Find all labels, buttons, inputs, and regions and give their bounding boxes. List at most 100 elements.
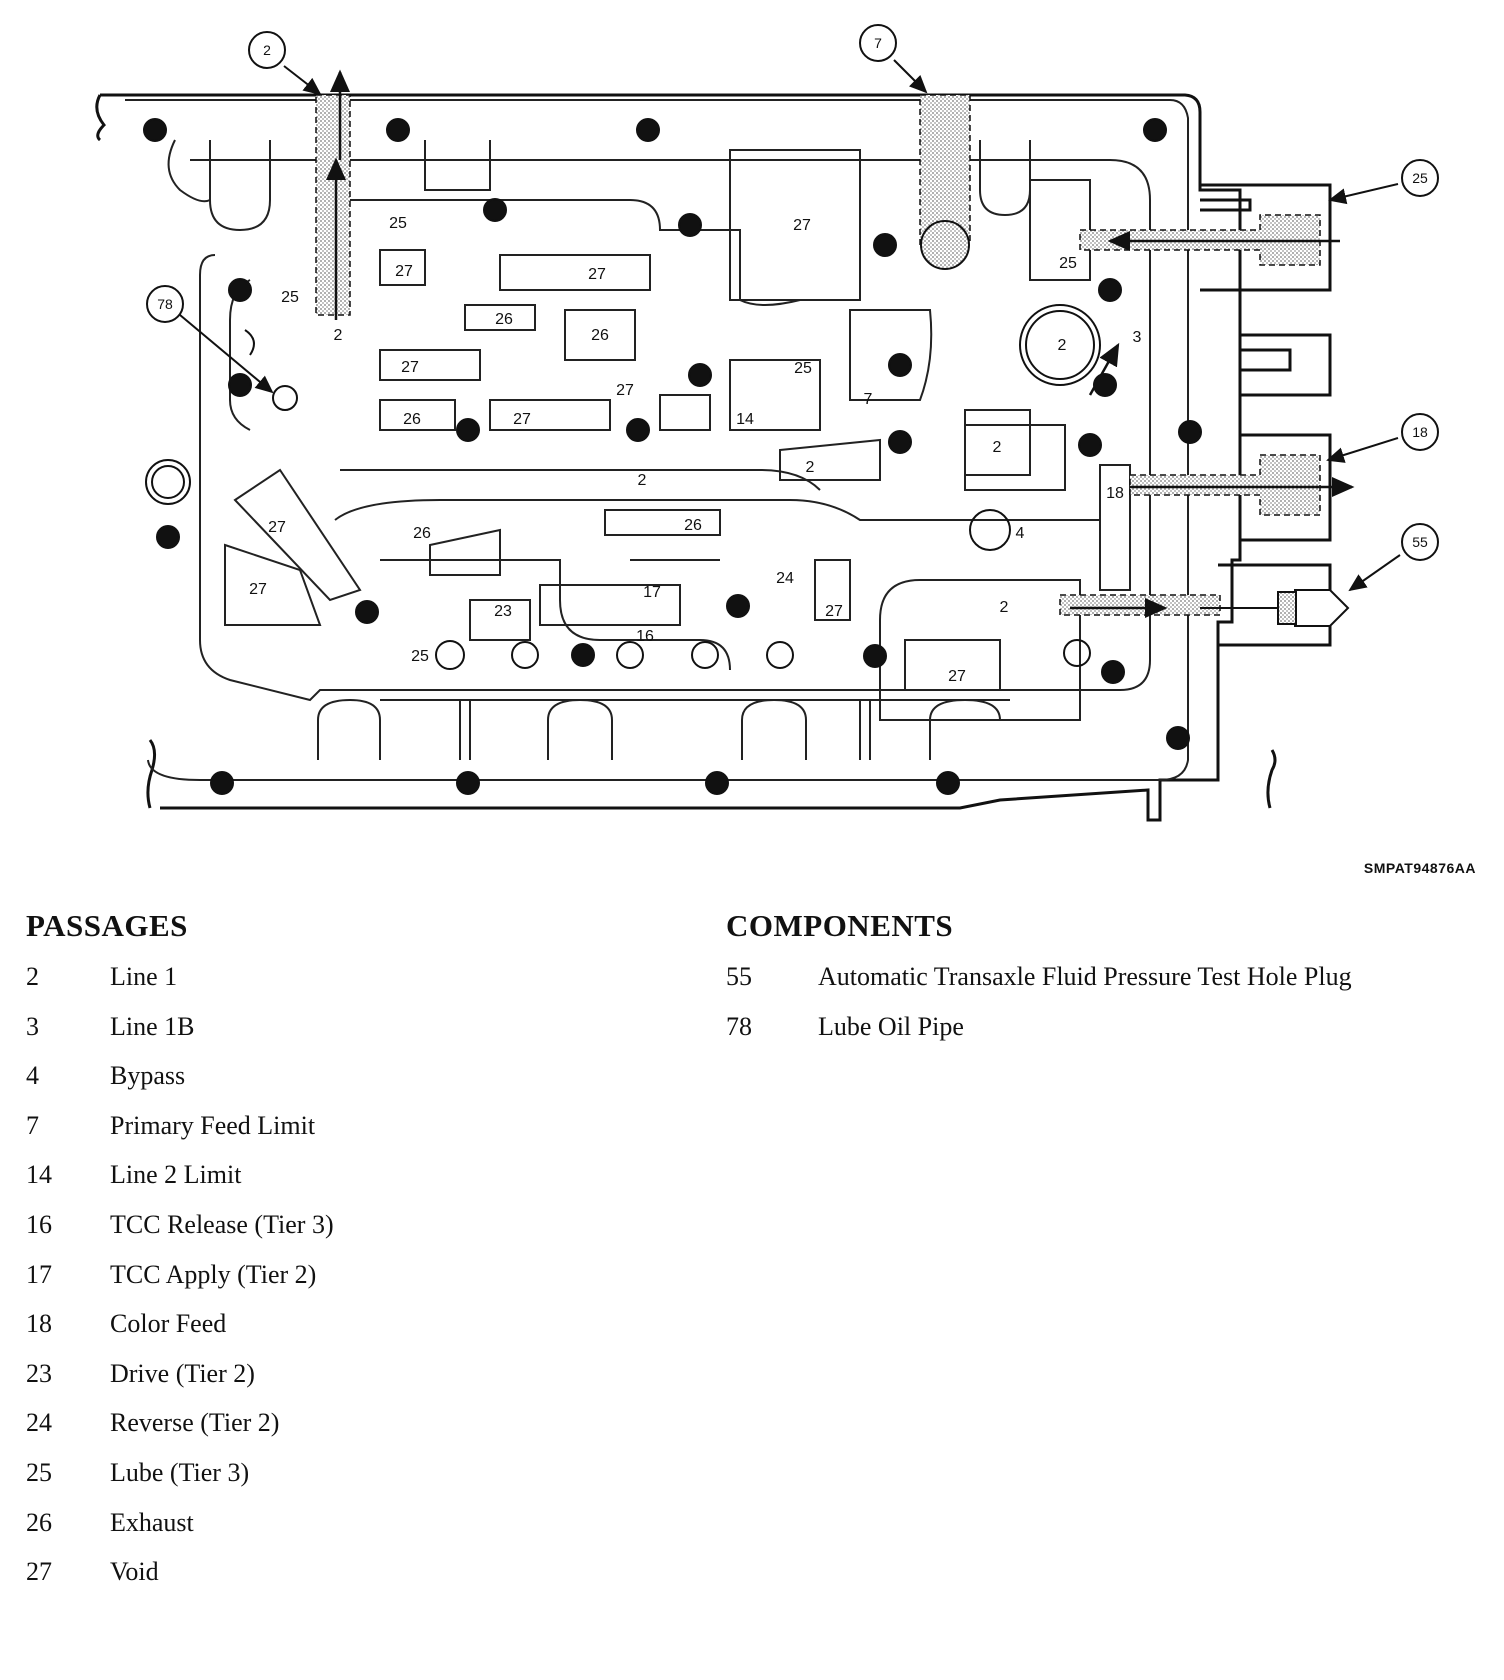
legend-label: TCC Release (Tier 3) bbox=[110, 1209, 334, 1239]
callout-7: 7 bbox=[874, 35, 882, 51]
legend-row: 16 TCC Release (Tier 3) bbox=[26, 1210, 666, 1260]
image-code: SMPAT94876AA bbox=[1363, 860, 1476, 876]
passage-label: 14 bbox=[736, 411, 754, 428]
legend-label: Line 1 bbox=[110, 962, 178, 991]
legend-row: 3 Line 1B bbox=[26, 1012, 666, 1062]
passage-label: 27 bbox=[948, 668, 966, 685]
passage-label: 25 bbox=[389, 215, 407, 232]
top-lobes bbox=[167, 139, 1031, 232]
passage-label: 3 bbox=[1133, 329, 1142, 346]
legend-label: Drive (Tier 2) bbox=[110, 1358, 255, 1388]
callout-circles bbox=[146, 24, 1439, 561]
passage-label: 26 bbox=[495, 311, 513, 328]
bottom-tabs bbox=[317, 698, 1001, 760]
legend-number: 55 bbox=[726, 962, 752, 991]
legend-number: 4 bbox=[26, 1061, 39, 1091]
legend-number: 2 bbox=[26, 962, 39, 991]
legend-row: 18 Color Feed bbox=[26, 1309, 666, 1359]
passage-label: 24 bbox=[776, 570, 794, 587]
passage-label: 26 bbox=[591, 327, 609, 344]
legend-number: 78 bbox=[726, 1011, 752, 1041]
legend-row: 23 Drive (Tier 2) bbox=[26, 1359, 666, 1409]
legend-label: Primary Feed Limit bbox=[110, 1110, 316, 1140]
legend-label: Automatic Transaxle Fluid Pressure Test … bbox=[818, 962, 1352, 991]
legend-number: 16 bbox=[26, 1209, 52, 1239]
legend-label: Line 2 Limit bbox=[110, 1160, 242, 1190]
components-legend: 55 Automatic Transaxle Fluid Pressure Tes… bbox=[726, 962, 1486, 1061]
passage-label: 27 bbox=[588, 266, 606, 283]
bolt-holes bbox=[143, 118, 1202, 795]
passage-label: 27 bbox=[268, 519, 286, 536]
legend-number: 7 bbox=[26, 1110, 39, 1140]
legend-number: 3 bbox=[26, 1011, 39, 1041]
passage-label: 26 bbox=[403, 411, 421, 428]
passage-label: 2 bbox=[806, 459, 815, 476]
passage-label: 17 bbox=[643, 584, 661, 601]
passage-label: 18 bbox=[1106, 485, 1124, 502]
legend-row: 26 Exhaust bbox=[26, 1508, 666, 1558]
legend-row: 17 TCC Apply (Tier 2) bbox=[26, 1260, 666, 1310]
passage-label: 27 bbox=[616, 382, 634, 399]
passage-label: 26 bbox=[413, 525, 431, 542]
legend-label: Bypass bbox=[110, 1061, 186, 1091]
valve-body-diagram: 2 7 25 78 18 55 25 27 27 25 26 2 26 27 2… bbox=[95, 24, 1439, 822]
passages-legend: 2 Line 1 3 Line 1B 4 Bypass 7 Primary Feed L… bbox=[26, 962, 666, 1607]
legend-label: Void bbox=[110, 1557, 159, 1587]
legend-label: Color Feed bbox=[110, 1309, 227, 1339]
passage-label: 27 bbox=[793, 217, 811, 234]
callout-leaders bbox=[179, 59, 1401, 592]
legend-label: Lube Oil Pipe bbox=[818, 1011, 964, 1041]
legend-row: 78 Lube Oil Pipe bbox=[726, 1012, 1486, 1062]
passage-label: 25 bbox=[281, 289, 299, 306]
legend-label: Lube (Tier 3) bbox=[110, 1457, 250, 1487]
passage-label: 16 bbox=[636, 628, 654, 645]
legend-row: 27 Void bbox=[26, 1557, 666, 1607]
test-plug bbox=[1200, 589, 1350, 627]
callout-55: 55 bbox=[1412, 534, 1428, 550]
passage-label: 2 bbox=[638, 472, 647, 489]
passage-label: 26 bbox=[684, 517, 702, 534]
passage-label: 25 bbox=[1059, 255, 1077, 272]
callout-78: 78 bbox=[157, 296, 173, 312]
legend-row: 2 Line 1 bbox=[26, 962, 666, 1012]
legend-number: 25 bbox=[26, 1457, 52, 1487]
casting-outline bbox=[95, 93, 1277, 822]
legend-number: 26 bbox=[26, 1507, 52, 1537]
passage-label: 27 bbox=[825, 603, 843, 620]
callout-18: 18 bbox=[1412, 424, 1428, 440]
legend-label: Exhaust bbox=[110, 1507, 194, 1537]
passage-label: 2 bbox=[993, 439, 1002, 456]
components-heading: COMPONENTS bbox=[726, 908, 954, 943]
gasket-outlines bbox=[125, 99, 1189, 781]
legend-row: 7 Primary Feed Limit bbox=[26, 1111, 666, 1161]
legend-label: Line 1B bbox=[110, 1011, 195, 1041]
legend-row: 25 Lube (Tier 3) bbox=[26, 1458, 666, 1508]
passage-label: 27 bbox=[401, 359, 419, 376]
passage-label: 27 bbox=[513, 411, 531, 428]
passage-label: 2 bbox=[1000, 599, 1009, 616]
passage-label: 2 bbox=[1058, 337, 1067, 354]
legend-number: 23 bbox=[26, 1358, 52, 1388]
legend-label: Reverse (Tier 2) bbox=[110, 1408, 280, 1438]
passage-label: 23 bbox=[494, 603, 512, 620]
legend-number: 18 bbox=[26, 1309, 52, 1339]
passage-label: 7 bbox=[864, 391, 873, 408]
passage-label: 4 bbox=[1016, 525, 1025, 542]
passage-label: 2 bbox=[334, 327, 343, 344]
legend-number: 14 bbox=[26, 1160, 52, 1190]
legend-row: 14 Line 2 Limit bbox=[26, 1160, 666, 1210]
callout-2: 2 bbox=[263, 42, 271, 58]
flow-arrows bbox=[326, 69, 1355, 618]
passages-heading: PASSAGES bbox=[26, 908, 188, 943]
passage-label: 27 bbox=[249, 581, 267, 598]
legend-row: 55 Automatic Transaxle Fluid Pressure Tes… bbox=[726, 962, 1486, 1012]
passage-label: 25 bbox=[794, 360, 812, 377]
legend-row: 4 Bypass bbox=[26, 1061, 666, 1111]
passage-label: 27 bbox=[395, 263, 413, 280]
legend-number: 24 bbox=[26, 1408, 52, 1438]
legend-number: 27 bbox=[26, 1557, 52, 1587]
passage-label: 25 bbox=[411, 648, 429, 665]
legend-label: TCC Apply (Tier 2) bbox=[110, 1259, 317, 1289]
callout-25: 25 bbox=[1412, 170, 1428, 186]
legend-number: 17 bbox=[26, 1259, 52, 1289]
